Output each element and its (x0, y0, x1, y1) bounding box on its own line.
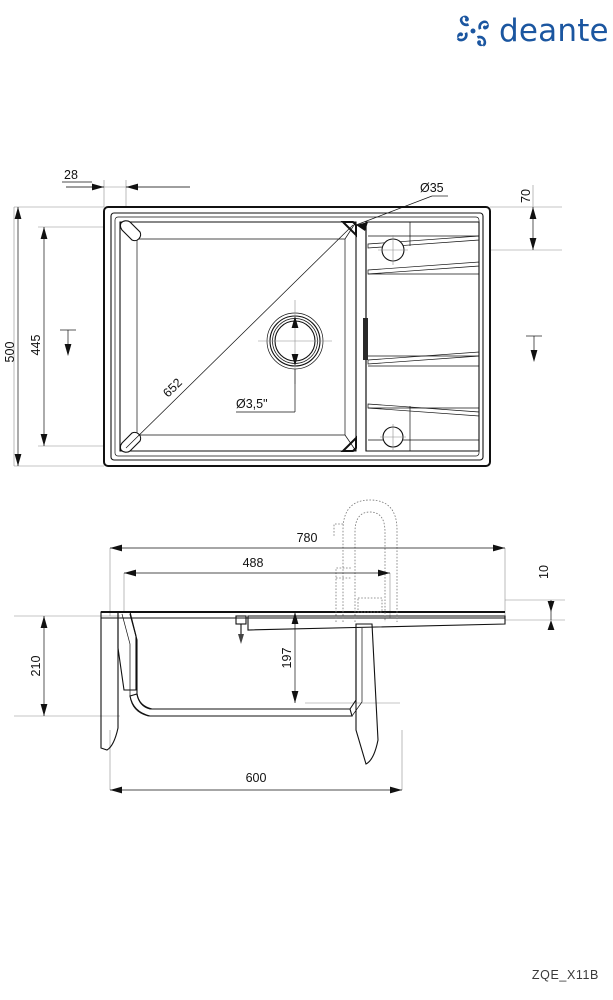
tap-hole-upper (378, 235, 408, 265)
dimension-28-label: 28 (64, 168, 78, 182)
dimension-488-label: 488 (243, 556, 264, 570)
section-view: 780 488 600 210 197 (14, 499, 565, 794)
faucet-outline (333, 499, 398, 622)
dimension-10-label: 10 (537, 565, 551, 579)
dimension-70-label: 70 (519, 189, 533, 203)
dimension-tap-hole-label: Ø35 (420, 181, 444, 195)
dimension-tap-hole: Ø35 (355, 181, 448, 231)
drainboard (363, 221, 480, 452)
dimension-600-label: 600 (246, 771, 267, 785)
section-drain-fitting (235, 615, 247, 644)
dimension-197: 197 (280, 612, 299, 703)
top-view: 652 Ø3,5" Ø35 28 (3, 168, 562, 467)
dimension-780: 780 (110, 531, 505, 552)
product-code: ZQE_X11B (531, 968, 599, 982)
dimension-445-label: 445 (29, 335, 43, 356)
dimension-70: 70 (519, 189, 542, 362)
dimension-10: 10 (537, 565, 555, 630)
dimension-28: 28 (62, 168, 190, 191)
dimension-445: 445 (29, 227, 76, 446)
dimension-500: 500 (3, 207, 22, 466)
dimension-600: 600 (110, 771, 402, 794)
dimension-waste-diameter-label: Ø3,5" (236, 397, 268, 411)
sink-cross-section (100, 611, 506, 765)
brand-logo: deante (455, 8, 609, 54)
dimension-488: 488 (124, 556, 390, 577)
dimension-500-label: 500 (3, 342, 17, 363)
brand-name: deante (499, 12, 609, 49)
dimension-780-label: 780 (297, 531, 318, 545)
sink-bowl (119, 220, 357, 453)
deante-pinwheel-logo-icon (456, 15, 489, 47)
dimension-waste-diameter: Ø3,5" (236, 316, 299, 413)
dimension-210: 210 (29, 616, 48, 716)
dimension-210-label: 210 (29, 656, 43, 677)
tap-hole-lower (380, 424, 406, 450)
dimension-197-label: 197 (280, 648, 294, 669)
